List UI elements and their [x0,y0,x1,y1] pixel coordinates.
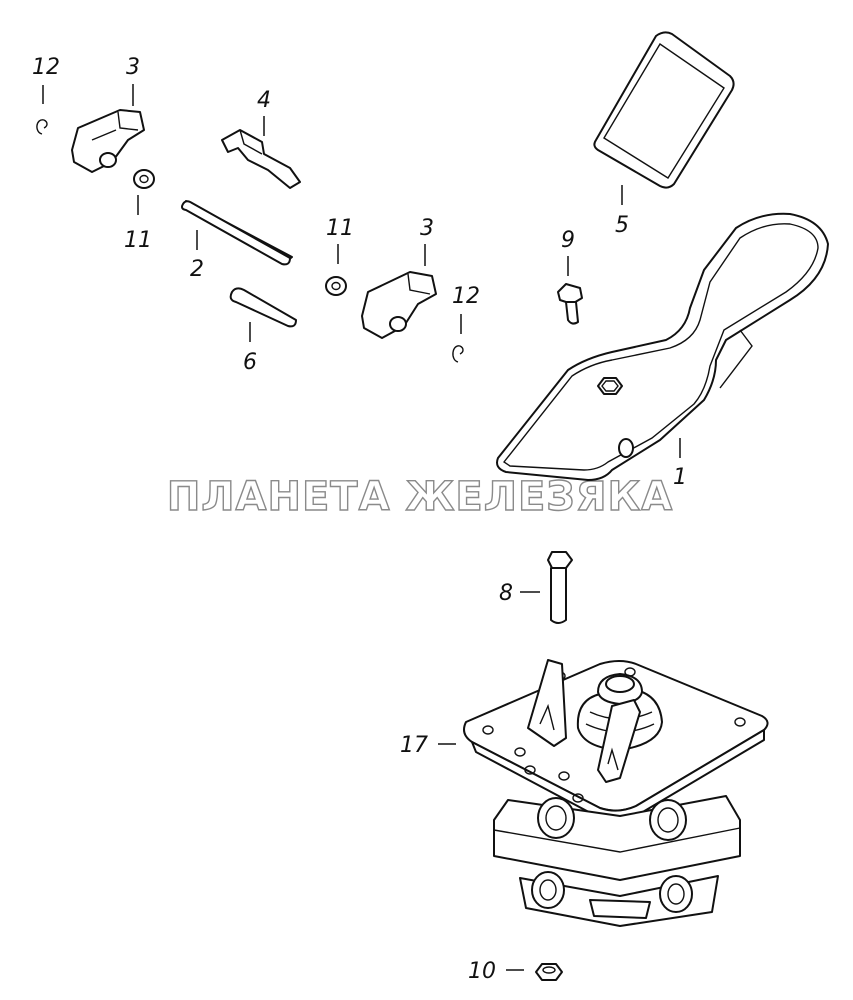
part-9-bolt [557,283,583,325]
part-2-long-pin [181,200,293,266]
label-1: 1 [673,465,687,490]
part-11-washer-right [325,276,347,296]
part-10-nut [535,963,563,981]
part-17-valve-assembly [463,659,769,927]
label-6: 6 [243,350,257,375]
watermark-text: ПЛАНЕТА ЖЕЛЕЗЯКА [167,474,673,520]
part-3-yoke-right [361,271,437,339]
part-4-bracket [221,129,301,189]
label-17: 17 [400,733,428,758]
label-11-right: 11 [326,216,354,241]
label-11-left: 11 [124,228,152,253]
part-8-long-bolt [547,551,573,624]
part-5-pedal-pad [593,31,735,189]
label-3-right: 3 [420,216,434,241]
valve-port [537,797,575,839]
part-12-clip-left [36,119,48,135]
part-1-pedal-lever [496,212,829,481]
part-12-clip-right [452,345,464,363]
label-10: 10 [468,959,496,984]
valve-port [531,871,565,909]
label-12-left: 12 [32,55,60,80]
part-3-yoke-left [71,109,145,173]
label-8: 8 [499,581,513,606]
label-12-right: 12 [452,284,480,309]
label-2: 2 [190,257,204,282]
label-9: 9 [561,228,575,253]
label-4: 4 [257,88,271,113]
valve-port [649,799,687,841]
part-11-washer-left [133,169,155,189]
valve-port [659,875,693,913]
part-6-short-pin [229,287,297,328]
label-3-left: 3 [126,55,140,80]
label-5: 5 [615,213,629,238]
